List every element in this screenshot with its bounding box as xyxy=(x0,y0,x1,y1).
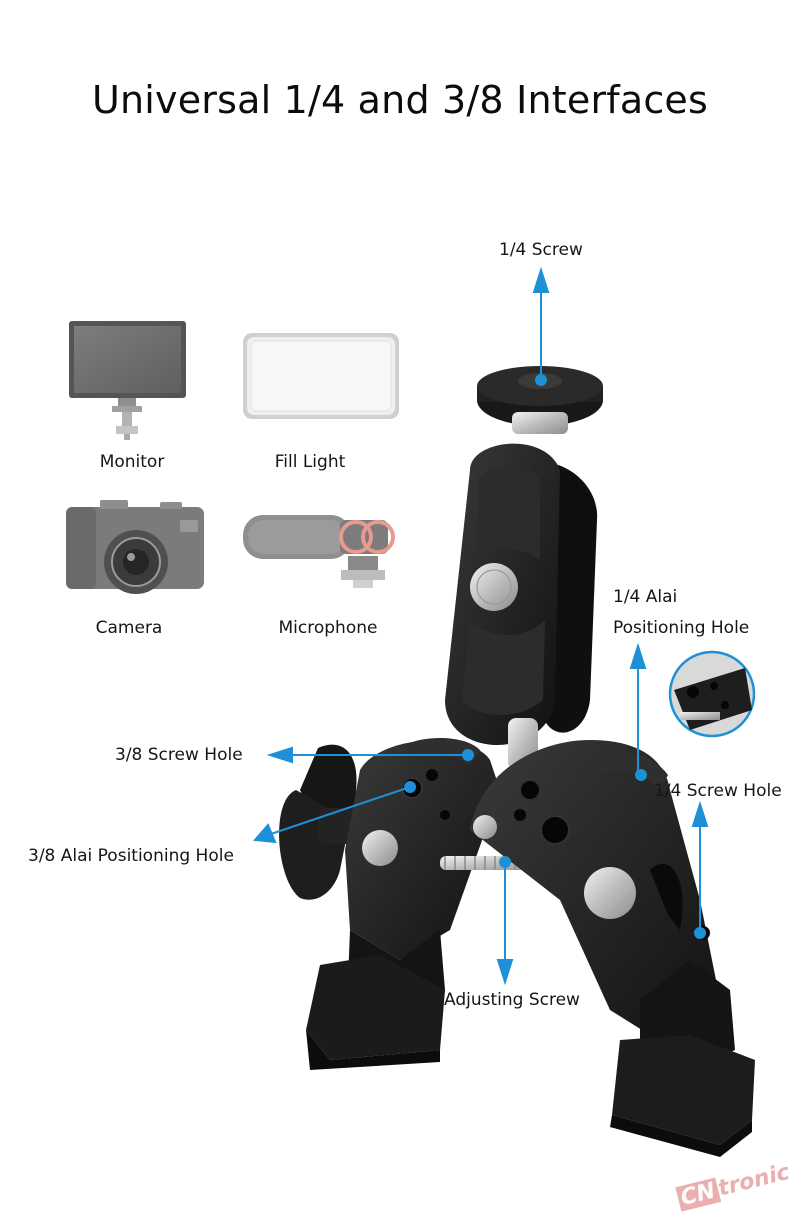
callout-1-4-alai-line2: Positioning Hole xyxy=(613,618,750,638)
callout-1-4-alai-line1: 1/4 Alai xyxy=(613,587,678,607)
device-label-microphone: Microphone xyxy=(278,618,378,638)
device-label-fill-light: Fill Light xyxy=(274,452,346,472)
microphone-icon xyxy=(243,515,395,588)
inset-detail-circle xyxy=(668,650,756,738)
top-screw-knob xyxy=(477,366,603,434)
callout-3-8-screw-hole: 3/8 Screw Hole xyxy=(115,745,243,765)
callout-adjusting-screw: Adjusting Screw xyxy=(444,990,580,1010)
callout-1-4-screw: 1/4 Screw xyxy=(499,240,583,260)
page-title: Universal 1/4 and 3/8 Interfaces xyxy=(91,78,709,122)
camera-icon xyxy=(66,500,204,594)
upper-arm xyxy=(445,443,598,745)
device-label-monitor: Monitor xyxy=(99,452,165,472)
callout-3-8-alai-positioning-hole: 3/8 Alai Positioning Hole xyxy=(28,846,234,866)
monitor-icon xyxy=(69,321,186,440)
callout-1-4-screw-hole: 1/4 Screw Hole xyxy=(654,781,782,801)
device-label-camera: Camera xyxy=(95,618,163,638)
fill-light-icon xyxy=(243,333,399,419)
right-jaw xyxy=(470,740,755,1157)
